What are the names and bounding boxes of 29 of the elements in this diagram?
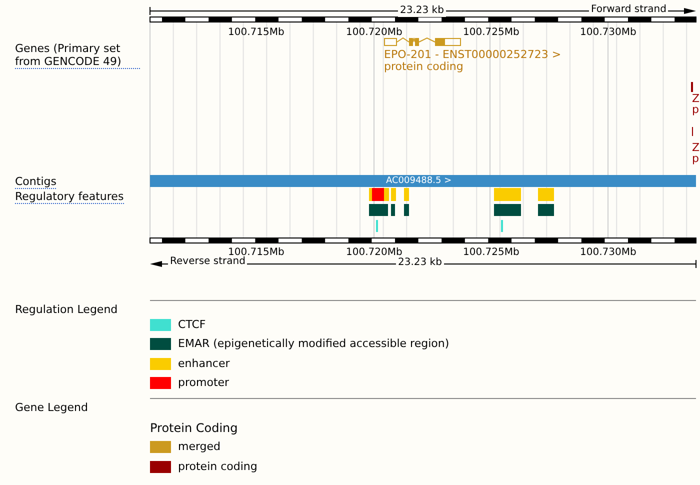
- tick-label: 100.730Mb: [580, 247, 636, 259]
- biotype-label: p: [692, 153, 699, 165]
- track-label: Genes (Primary set from GENCODE 49): [15, 42, 140, 69]
- tick-label: 100.725Mb: [463, 27, 520, 39]
- transcript-label: EPO-201 - ENST00000252723 >: [384, 49, 562, 61]
- legend-label: merged: [178, 441, 221, 453]
- tick-label: 100.725Mb: [463, 247, 520, 259]
- legend-label: promoter: [178, 377, 230, 389]
- section-heading: Gene Legend: [15, 402, 88, 414]
- tick-label: 100.715Mb: [228, 27, 284, 39]
- transcript-label: Z: [692, 93, 700, 105]
- transcript-label: Z: [692, 142, 700, 154]
- legend-subheading: Protein Coding: [150, 421, 238, 435]
- track-label: Contigs: [15, 176, 56, 189]
- track-label: Regulatory features: [15, 191, 124, 204]
- contig-bar: [150, 175, 696, 187]
- contig-label: AC009488.5 >: [386, 175, 452, 187]
- biotype-label: p: [692, 104, 699, 116]
- legend-label: protein coding: [178, 461, 258, 473]
- biotype-label: protein coding: [384, 61, 464, 73]
- section-heading: Regulation Legend: [15, 304, 118, 316]
- legend-label: EMAR (epigenetically modified accessible region): [178, 338, 450, 350]
- legend-label: CTCF: [178, 319, 206, 331]
- scale-length: 23.23 kb: [398, 5, 446, 17]
- tick-label: 100.715Mb: [228, 247, 284, 258]
- tick-label: 100.720Mb: [346, 27, 402, 39]
- tick-label: 100.720Mb: [346, 247, 402, 258]
- legend-label: enhancer: [178, 358, 230, 370]
- tick-label: 100.730Mb: [580, 27, 636, 39]
